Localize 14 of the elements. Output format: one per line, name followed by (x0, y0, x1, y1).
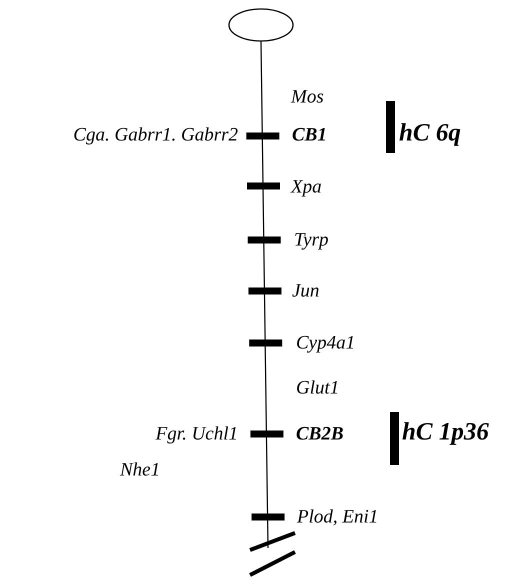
gene-label: Fgr. Uchl1 (156, 424, 238, 444)
gene-label: Cga. Gabrr1. Gabrr2 (73, 126, 238, 144)
gene-label: Xpa (291, 178, 322, 196)
locus-label: CB2B (296, 424, 344, 444)
gene-label: Glut1 (296, 378, 340, 398)
gene-label: Cyp4a1 (296, 334, 356, 352)
gene-label: Nhe1 (120, 460, 160, 480)
gene-label: Jun (292, 282, 320, 300)
human-chromosome-label: hC 1p36 (402, 420, 489, 444)
gene-label: Mos (291, 88, 324, 106)
gene-label: Tyrp (294, 230, 328, 250)
locus-label: CB1 (292, 126, 327, 144)
gene-label: Plod, Eni1 (297, 508, 378, 526)
human-chromosome-label: hC 6q (399, 120, 461, 146)
